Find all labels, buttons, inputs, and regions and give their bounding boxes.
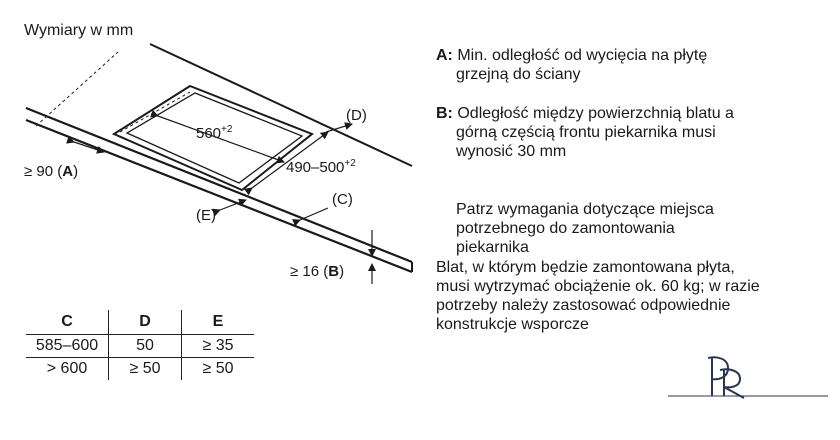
note-a-line2: grzejną do ściany <box>456 66 581 83</box>
note-oven-line3: piekarnika <box>456 239 529 256</box>
table-row: > 600 ≥ 50 ≥ 50 <box>26 357 254 380</box>
table-cell: ≥ 50 <box>202 360 234 377</box>
note-b: B: Odległość między powierzchnią blatu a… <box>436 104 734 161</box>
table-cell: 585–600 <box>26 334 109 358</box>
dimension-table: C D E 585–600 50 ≥ 35 > 600 ≥ 50 ≥ 50 <box>26 310 254 380</box>
note-a-label: A: <box>436 47 453 64</box>
note-b-line3: wynosić 30 mm <box>456 143 567 160</box>
label-d: (D) <box>346 107 367 124</box>
depth-dimension-label: 490–500+2 <box>286 158 356 176</box>
table-cell: ≥ 35 <box>181 334 254 358</box>
note-worktop-line4: konstrukcje wsporcze <box>436 316 589 333</box>
e-dimension-arrow <box>212 198 247 217</box>
table-cell: 50 <box>108 334 182 358</box>
label-e: (E) <box>196 207 216 224</box>
note-oven-line2: potrzebnego do zamontowania <box>456 220 675 237</box>
label-b: ≥ 16 (B) <box>290 263 344 280</box>
note-oven: Patrz wymagania dotyczące miejsca potrze… <box>456 200 786 257</box>
width-dimension-label: 560+2 <box>196 124 233 142</box>
pr-logo-icon <box>668 356 828 399</box>
table-row: 585–600 50 ≥ 35 <box>26 334 254 358</box>
note-worktop: Blat, w którym będzie zamontowana płyta,… <box>436 258 826 334</box>
depth-dimension-arrow <box>243 131 329 196</box>
page-title: Wymiary w mm <box>24 22 134 39</box>
note-worktop-line2: musi wytrzymać obciążenie ok. 60 kg; w r… <box>436 278 760 295</box>
label-c: (C) <box>332 191 353 208</box>
note-b-label: B: <box>436 105 453 122</box>
note-worktop-line3: potrzeby należy zastosować odpowiednie <box>436 297 731 314</box>
table-header-row: C D E <box>26 310 254 335</box>
note-worktop-line1: Blat, w którym będzie zamontowana płyta, <box>436 259 735 276</box>
a-dimension-arrow <box>66 135 105 154</box>
d-dimension-arrow <box>325 122 353 133</box>
note-a-line1: Min. odległość od wycięcia na płytę <box>457 47 708 64</box>
label-a: ≥ 90 (A) <box>24 163 78 180</box>
table-header-c: C <box>26 310 109 335</box>
table-header-e: E <box>181 310 254 335</box>
note-b-line1: Odległość między powierzchnią blatu a <box>457 105 734 122</box>
c-dimension-arrow <box>291 207 329 227</box>
note-oven-line1: Patrz wymagania dotyczące miejsca <box>456 201 714 218</box>
table-cell: ≥ 50 <box>108 357 182 380</box>
dashed-guides <box>35 51 191 133</box>
note-a: A: Min. odległość od wycięcia na płytę g… <box>436 46 707 84</box>
table-header-d: D <box>108 310 182 335</box>
note-b-line2: górną częścią frontu piekarnika musi <box>456 124 716 141</box>
table-cell: > 600 <box>26 357 109 380</box>
